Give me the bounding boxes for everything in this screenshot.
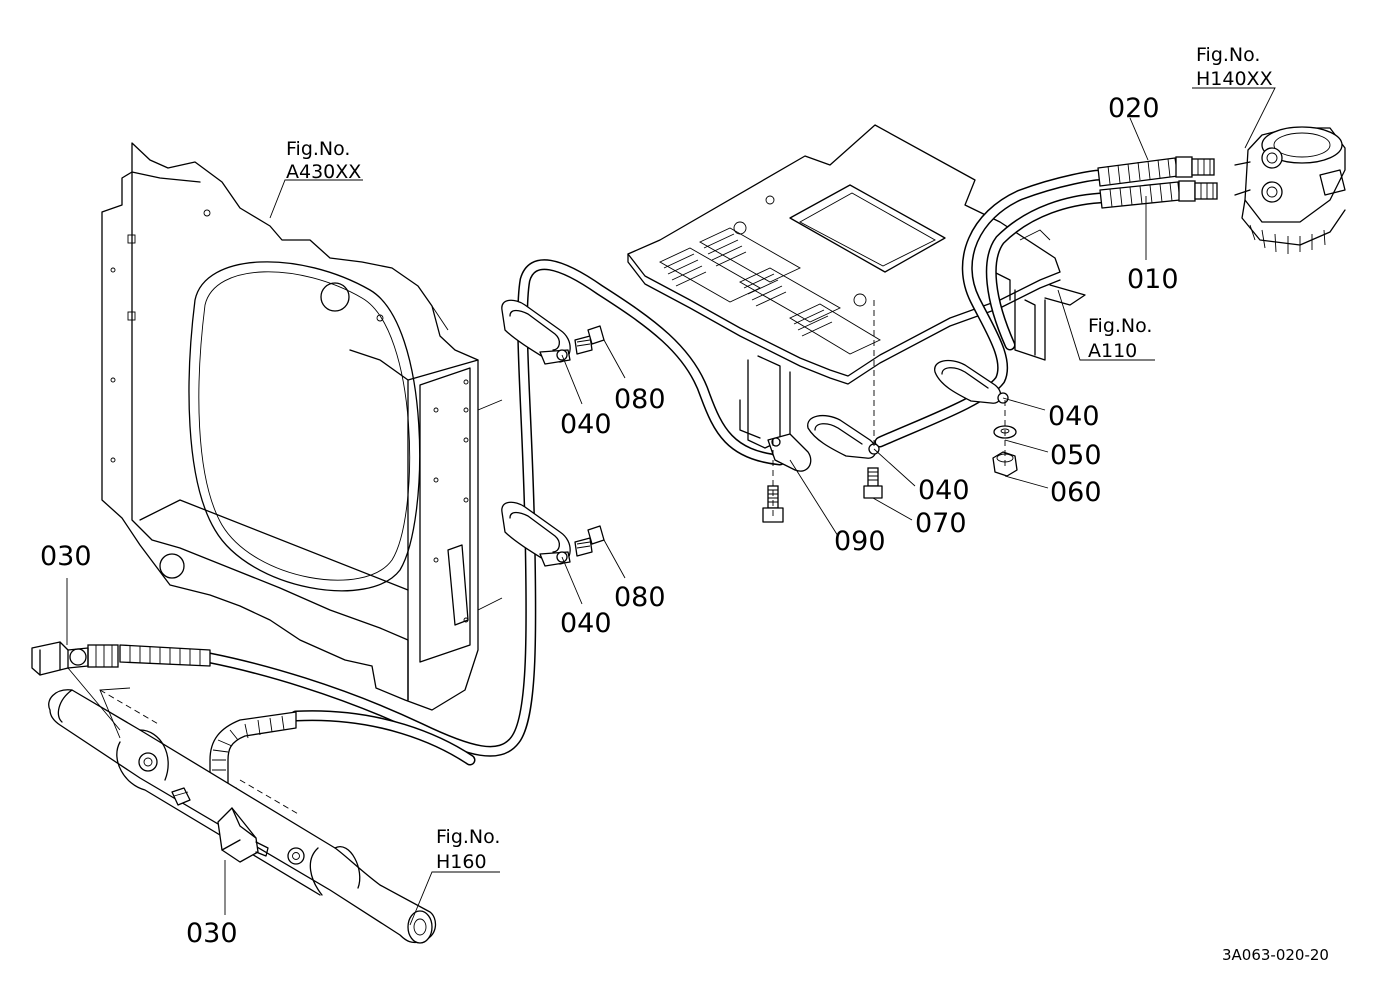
figref-a430-line2: A430XX bbox=[286, 161, 361, 183]
part-label-060: 060 bbox=[1050, 477, 1102, 508]
bolt-080-upper bbox=[574, 325, 605, 355]
hose-assembly bbox=[87, 156, 1218, 807]
part-label-040-floor-right: 040 bbox=[1048, 401, 1100, 432]
part-label-010: 010 bbox=[1127, 264, 1179, 295]
bolt-080-lower bbox=[574, 525, 605, 557]
part-label-040-upper: 040 bbox=[560, 409, 612, 440]
part-label-020: 020 bbox=[1108, 93, 1160, 124]
part-label-070: 070 bbox=[915, 508, 967, 539]
figref-h140-line1: Fig.No. bbox=[1196, 44, 1260, 66]
part-label-040-floor-left: 040 bbox=[918, 475, 970, 506]
figref-a110-line1: Fig.No. bbox=[1088, 315, 1152, 337]
hose-clamp-floor-left bbox=[807, 414, 880, 459]
figref-h160-line1: Fig.No. bbox=[436, 826, 500, 848]
elbow-fitting-upper bbox=[31, 641, 89, 676]
part-label-030-lower: 030 bbox=[186, 918, 238, 949]
part-label-090: 090 bbox=[834, 526, 886, 557]
part-label-050: 050 bbox=[1050, 440, 1102, 471]
steering-cylinder bbox=[48, 689, 437, 944]
figref-h160-line2: H160 bbox=[436, 851, 487, 873]
part-label-030-upper: 030 bbox=[40, 541, 92, 572]
bolt-070 bbox=[863, 467, 883, 499]
hose-clamp-upper bbox=[501, 299, 571, 365]
hose-clamp-090 bbox=[767, 433, 812, 472]
elbow-fitting-lower bbox=[217, 807, 269, 863]
part-labels: 020 010 030 030 040 040 040 040 050 060 … bbox=[40, 93, 1179, 949]
drawing-code: 3A063-020-20 bbox=[1222, 946, 1329, 964]
hose-clamp-lower bbox=[501, 501, 571, 567]
figure-references: Fig.No. A430XX Fig.No. H140XX Fig.No. A1… bbox=[286, 44, 1273, 873]
part-label-040-lower: 040 bbox=[560, 608, 612, 639]
floor-plate bbox=[627, 124, 1086, 449]
figref-a110-line2: A110 bbox=[1088, 340, 1137, 362]
part-label-080-lower: 080 bbox=[614, 582, 666, 613]
figref-h140-line2: H140XX bbox=[1196, 68, 1273, 90]
radiator-shroud bbox=[101, 142, 479, 711]
steering-valve bbox=[1234, 126, 1346, 254]
leader-lines bbox=[66, 87, 1276, 926]
part-label-080-upper: 080 bbox=[614, 384, 666, 415]
figref-a430-line1: Fig.No. bbox=[286, 138, 350, 160]
